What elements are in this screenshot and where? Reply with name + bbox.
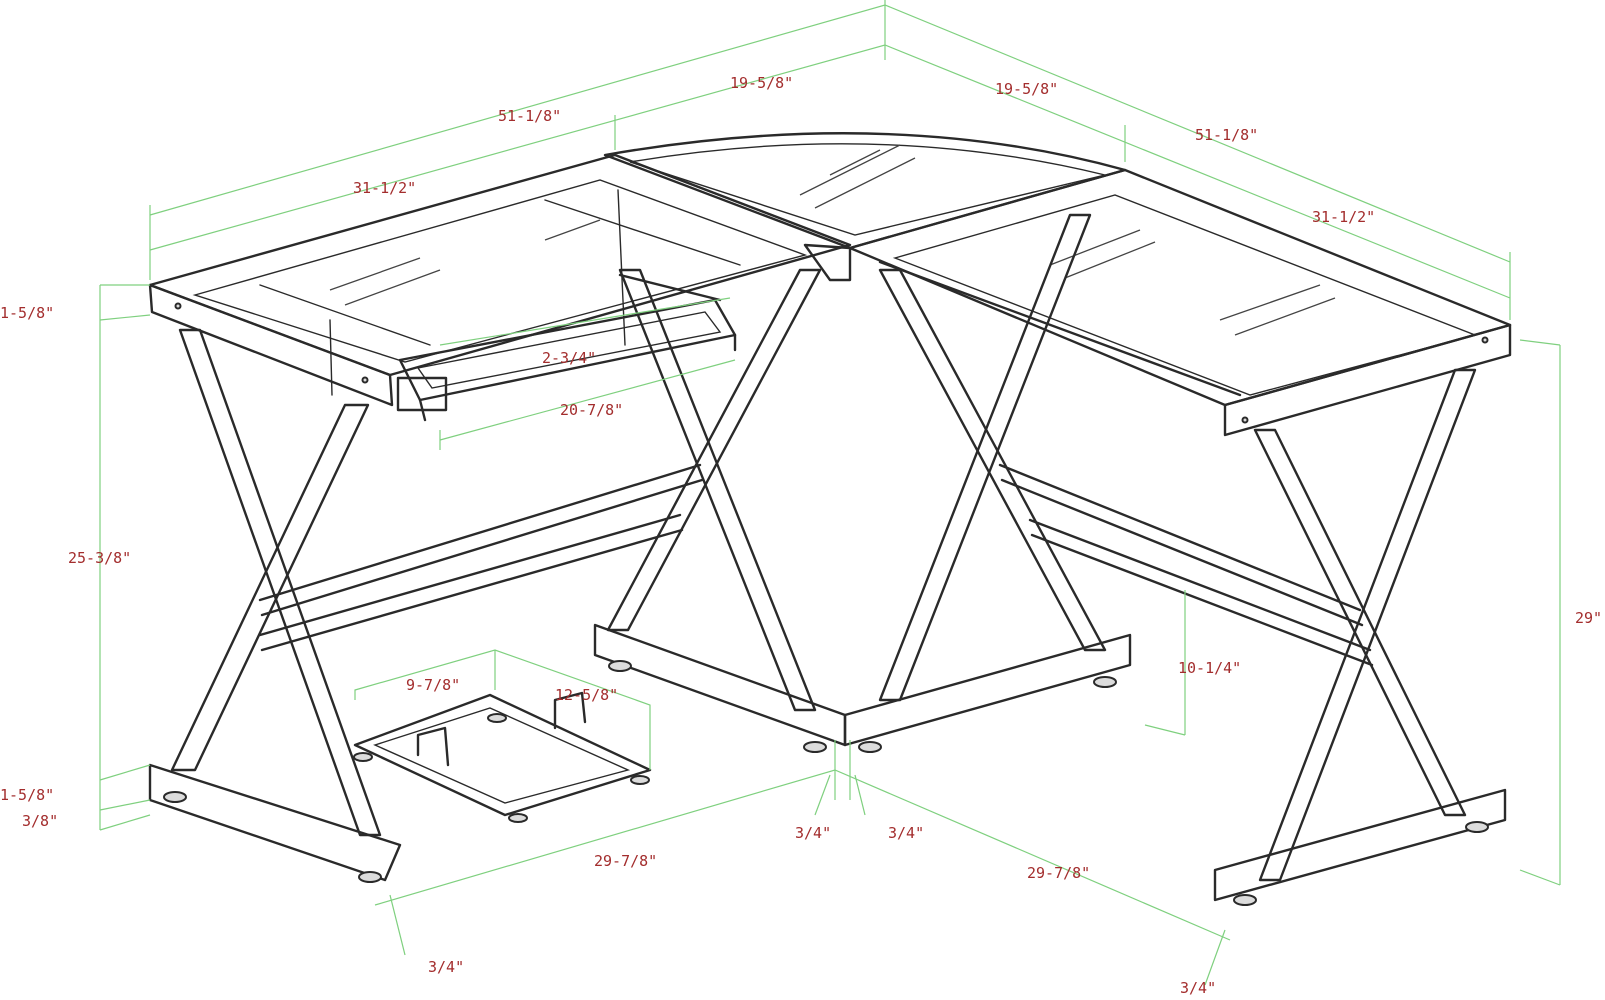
left-legs <box>148 328 704 882</box>
label-overall-height: 29" <box>1575 609 1602 627</box>
dimension-lines <box>99 0 1561 986</box>
dimension-labels: 51-1/8" 51-1/8" 19-5/8" 19-5/8" 31-1/2" … <box>0 74 1602 997</box>
label-overall-width-left: 51-1/8" <box>498 107 561 125</box>
left-wing-top <box>148 153 852 407</box>
label-foot-overhang-left: 3/4" <box>428 958 464 976</box>
label-base-depth-right: 29-7/8" <box>1027 864 1090 882</box>
label-corner-width-left: 19-5/8" <box>730 74 793 92</box>
label-cpu-stand-width: 12-5/8" <box>555 686 618 704</box>
label-wing-length-right: 31-1/2" <box>1312 208 1375 226</box>
leveler-feet <box>163 660 1489 906</box>
keyboard-tray <box>329 189 737 422</box>
label-keyboard-tray-width: 20-7/8" <box>560 401 623 419</box>
label-foot-bar-height: 1-5/8" <box>0 786 54 804</box>
label-top-frame-thickness: 1-5/8" <box>0 304 54 322</box>
label-overall-width-right: 51-1/8" <box>1195 126 1258 144</box>
label-keyboard-tray-depth: 2-3/4" <box>542 349 596 367</box>
right-legs <box>998 368 1507 902</box>
cpu-stand <box>353 691 652 817</box>
label-cpu-stand-depth: 9-7/8" <box>406 676 460 694</box>
label-wing-length-left: 31-1/2" <box>353 179 416 197</box>
label-base-depth-left: 29-7/8" <box>594 852 657 870</box>
label-corner-width-right: 19-5/8" <box>995 80 1058 98</box>
corner-top <box>603 132 1127 282</box>
right-wing-top <box>848 168 1512 437</box>
label-crossbar-height: 10-1/4" <box>1178 659 1241 677</box>
center-legs <box>593 213 1132 747</box>
label-leg-height: 25-3/8" <box>68 549 131 567</box>
label-foot-overhang-right: 3/4" <box>1180 979 1216 997</box>
label-corner-gap-left: 3/4" <box>795 824 831 842</box>
label-corner-gap-right: 3/4" <box>888 824 924 842</box>
desk-illustration <box>148 132 1512 906</box>
label-leveler-height: 3/8" <box>22 812 58 830</box>
